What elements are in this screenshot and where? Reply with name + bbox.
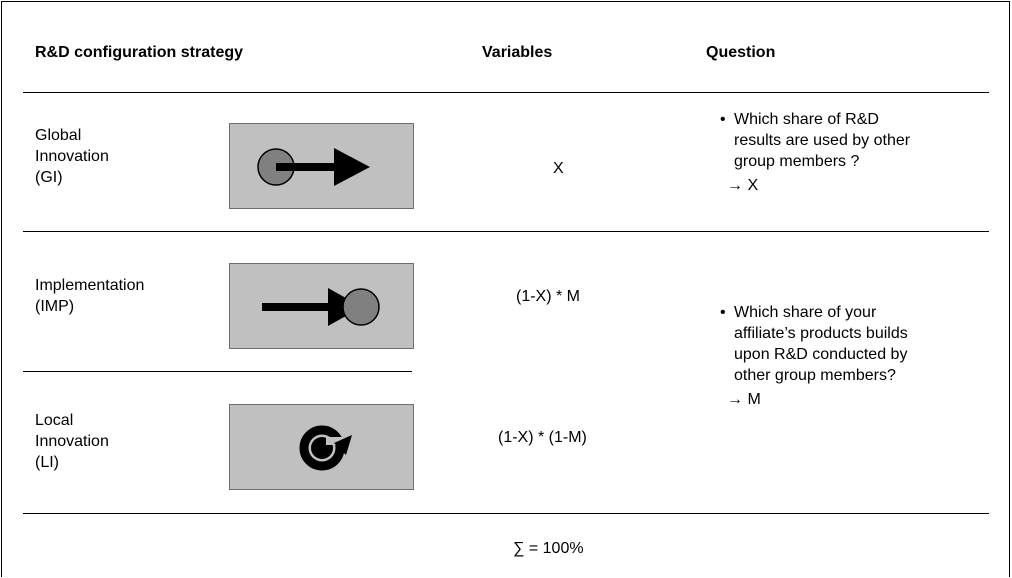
row-li-variable: (1-X) * (1-M) xyxy=(498,429,587,446)
total-divider xyxy=(23,513,989,514)
row-imp-name: Implementation (IMP) xyxy=(35,277,145,315)
header-strategy: R&D configuration strategy xyxy=(35,44,244,61)
circular-arrow-cycle-icon xyxy=(299,425,352,471)
bullet: • xyxy=(720,111,726,128)
gi-diagram-box xyxy=(229,123,414,209)
question-gi: •Which share of R&D results are used by … xyxy=(720,111,911,170)
circle-arrow-out-icon xyxy=(257,148,370,186)
answer-m: → M xyxy=(727,391,761,408)
row-gi-variable: X xyxy=(553,160,564,177)
header-question: Question xyxy=(706,44,776,61)
li-diagram-box xyxy=(229,404,414,490)
row-li-name: Local Innovation (LI) xyxy=(35,412,109,471)
bullet: • xyxy=(720,304,726,321)
header-divider xyxy=(23,92,989,93)
header-variables: Variables xyxy=(482,44,553,61)
answer-x: → X xyxy=(727,177,759,194)
row-imp-variable: (1-X) * M xyxy=(516,288,580,305)
imp-diagram-box xyxy=(229,263,414,349)
row-gi-name: Global Innovation (GI) xyxy=(35,127,109,186)
row-divider-2 xyxy=(23,371,412,372)
total-sum: ∑ = 100% xyxy=(513,540,584,557)
arrow-into-circle-icon xyxy=(262,288,380,326)
question-imp-li: •Which share of your affiliate’s product… xyxy=(720,304,908,384)
row-divider-1 xyxy=(23,231,989,232)
